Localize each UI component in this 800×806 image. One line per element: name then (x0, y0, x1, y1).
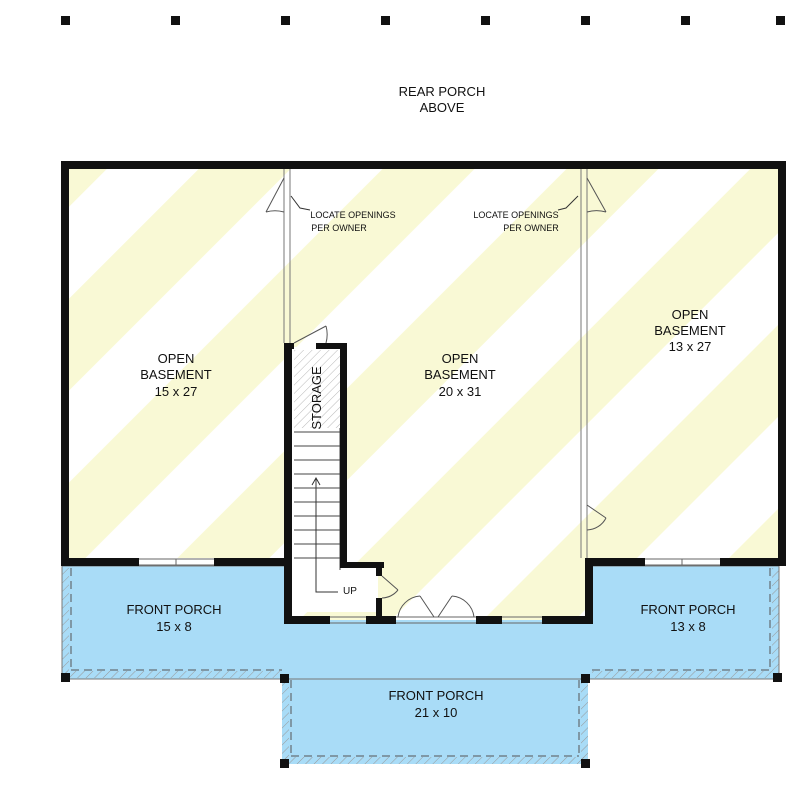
stairs-up-label: UP (343, 586, 357, 597)
note-left-line2: PER OWNER (311, 223, 367, 233)
front-porch-areas (61, 565, 780, 764)
front-porch-right-fill (585, 566, 779, 679)
basement-center-line2: BASEMENT (424, 367, 496, 382)
note-right-line2: PER OWNER (503, 223, 559, 233)
basement-left-line1: OPEN (158, 351, 195, 366)
basement-left-line2: BASEMENT (140, 367, 212, 382)
front-porch-center-size: 21 x 10 (415, 705, 458, 720)
door-swings (265, 177, 607, 618)
note-left-line1: LOCATE OPENINGS (310, 210, 395, 220)
windows (139, 558, 720, 624)
rear-porch-label-line1: REAR PORCH (399, 84, 486, 99)
basement-right-line1: OPEN (672, 307, 709, 322)
basement-center-size: 20 x 31 (439, 384, 482, 399)
front-porch-left-size: 15 x 8 (156, 619, 191, 634)
note-leaders (290, 195, 579, 211)
front-porch-posts (61, 673, 782, 768)
front-porch-left-name: FRONT PORCH (126, 602, 221, 617)
basement-right-size: 13 x 27 (669, 339, 712, 354)
rear-porch-label-line2: ABOVE (420, 100, 465, 115)
front-porch-left-fill (62, 566, 287, 679)
basement-left-size: 15 x 27 (155, 384, 198, 399)
front-porch-right-name: FRONT PORCH (640, 602, 735, 617)
rear-porch-posts (61, 16, 785, 25)
front-porch-center-name: FRONT PORCH (388, 688, 483, 703)
front-porch-center-fill (282, 618, 588, 764)
stair-direction-arrow (315, 478, 338, 593)
front-porch-right-size: 13 x 8 (670, 619, 705, 634)
note-right-line1: LOCATE OPENINGS (473, 210, 558, 220)
basement-center-line1: OPEN (442, 351, 479, 366)
stair-arrow-head (311, 476, 321, 486)
storage-label: STORAGE (309, 366, 324, 430)
basement-floor (66, 166, 782, 620)
basement-right-line2: BASEMENT (654, 323, 726, 338)
storage-hatch (294, 350, 340, 428)
walls (61, 161, 786, 624)
partition-lines (283, 169, 588, 558)
